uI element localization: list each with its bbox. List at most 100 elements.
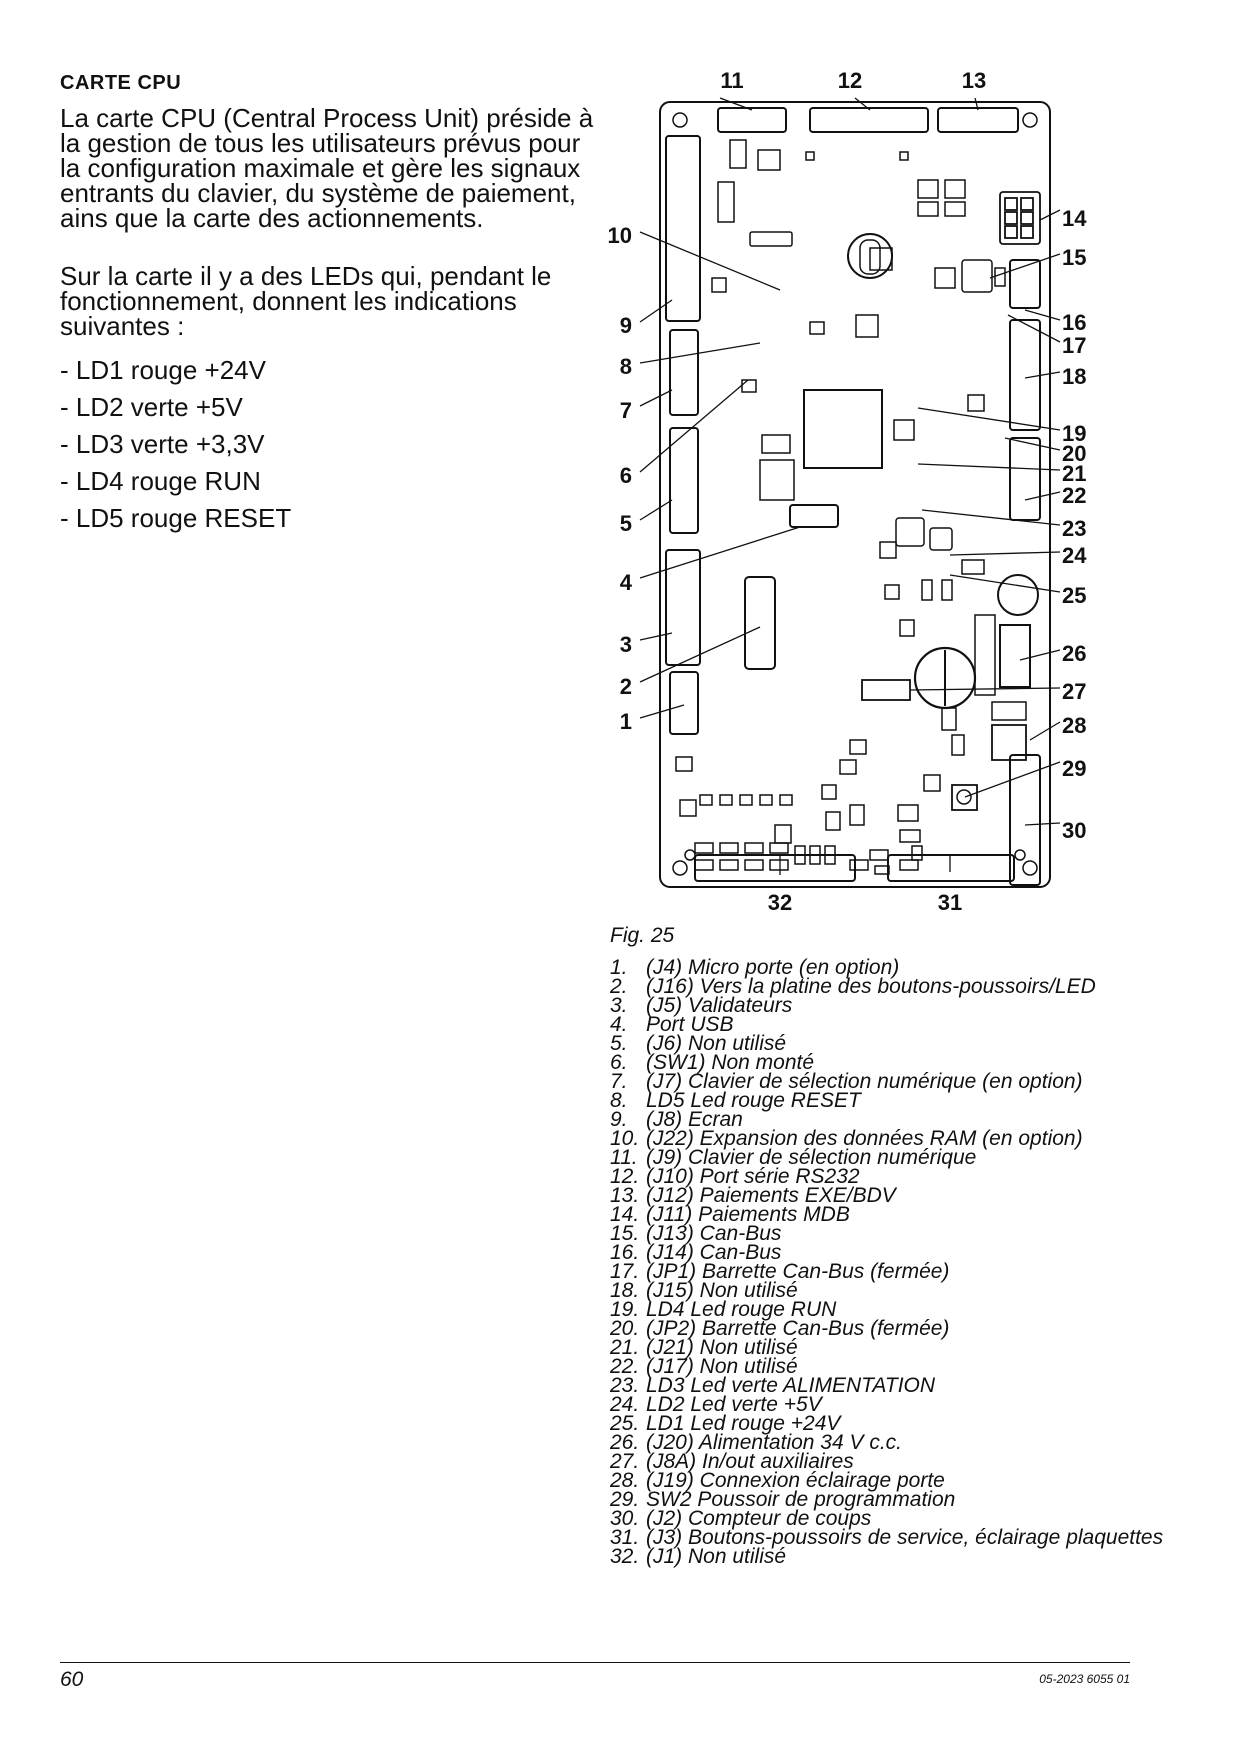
legend-item: 31. (J3) Boutons-poussoirs de service, éc… [610,1526,1210,1549]
usb-port [789,504,839,528]
legend-text: (J17) Non utilisé [646,1355,798,1378]
intro-paragraph-1: La carte CPU (Central Process Unit) prés… [60,103,594,233]
intro-paragraph-2: Sur la carte il y a des LEDs qui, pendan… [60,261,552,341]
legend-item: 4. Port USB [610,1013,1210,1036]
led-list-item: LD3 verte +3,3V [60,426,291,463]
callout-7: 7 [620,398,632,423]
legend-text: (J19) Connexion éclairage porte [646,1469,945,1492]
legend-number: 2. [610,975,628,998]
legend-number: 9. [610,1108,628,1131]
callout-3: 3 [620,632,632,657]
legend-text: (J5) Validateurs [646,994,793,1017]
legend-item: 3. (J5) Validateurs [610,994,1210,1017]
legend-text: LD4 Led rouge RUN [646,1298,837,1321]
legend-text: (J20) Alimentation 34 V c.c. [646,1431,902,1454]
legend-number: 32. [610,1545,640,1568]
callout-9: 9 [620,313,632,338]
legend-item: 14.(J11) Paiements MDB [610,1203,1210,1226]
callout-12: 12 [838,68,862,93]
legend-item: 27. (J8A) In/out auxiliaires [610,1450,1210,1473]
cpu-chip [803,389,883,469]
legend-item: 21.(J21) Non utilisé [610,1337,1210,1358]
callout-27: 27 [1062,679,1086,704]
callout-23: 23 [1062,516,1086,541]
legend-item: 8.LD5 Led rouge RESET [610,1090,1210,1111]
footer-divider [60,1662,1130,1663]
legend-item: 18.(J15) Non utilisé [610,1279,1210,1302]
legend-number: 1. [610,956,628,979]
legend-number: 10. [610,1127,640,1150]
callout-25: 25 [1062,583,1086,608]
cpu-board-figure: 1 2 3 4 5 6 7 8 9 10 11 12 13 14 15 16 1… [600,60,1140,920]
legend-number: 27. [610,1450,640,1473]
legend-item: 16.(J14) Can-Bus [610,1241,1210,1264]
legend-number: 5. [610,1032,628,1055]
legend-number: 3. [610,994,628,1017]
led-list-item: LD5 rouge RESET [60,500,291,537]
legend-item: 13.(J12) Paiements EXE/BDV [610,1184,1210,1207]
legend-item: 10. (J22) Expansion des données RAM (en o… [610,1127,1210,1150]
right-connectors [1009,259,1041,886]
led-list-item: LD2 verte +5V [60,389,291,426]
legend-number: 6. [610,1051,628,1074]
callout-28: 28 [1062,713,1086,738]
legend-text: (J13) Can-Bus [646,1222,782,1245]
legend-item: 2.(J16) Vers la platine des boutons-pous… [610,975,1210,998]
callout-13: 13 [962,68,986,93]
callout-4: 4 [620,570,633,595]
legend-item: 7.(J7) Clavier de sélection numérique (e… [610,1071,1210,1092]
aux-connector [861,679,911,701]
legend-text: (J8A) In/out auxiliaires [646,1450,854,1473]
legend-item: 15.(J13) Can-Bus [610,1222,1210,1245]
legend-text: LD1 Led rouge +24V [646,1412,841,1435]
legend-item: 9. (J8) Ecran [610,1108,1210,1131]
legend-number: 19. [610,1298,640,1321]
legend-item: 17. (JP1) Barrette Can-Bus (fermée) [610,1260,1210,1283]
top-connectors [717,107,1019,133]
legend-number: 24. [610,1393,640,1416]
legend-text: (J8) Ecran [646,1108,743,1131]
callout-24: 24 [1062,543,1087,568]
callout-19: 19 [1062,421,1086,446]
legend-text: (J3) Boutons-poussoirs de service, éclai… [646,1526,1164,1549]
callout-15: 15 [1062,245,1086,270]
legend-text: LD3 Led verte ALIMENTATION [646,1374,936,1397]
legend-text: LD2 Led verte +5V [646,1393,822,1416]
legend-text: (J11) Paiements MDB [646,1203,850,1226]
legend-item: 26. (J20) Alimentation 34 V c.c. [610,1431,1210,1454]
bottom-connectors [694,854,1015,882]
legend-number: 31. [610,1526,640,1549]
legend-text: (J22) Expansion des données RAM (en opti… [646,1127,1083,1150]
legend-text: Port USB [646,1013,734,1036]
legend-number: 4. [610,1013,628,1036]
legend-text: (J14) Can-Bus [646,1241,782,1264]
connector-j16 [744,576,776,670]
callout-21: 21 [1062,461,1086,486]
callout-20: 20 [1062,441,1086,466]
legend-item: 30.(J2) Compteur de coups [610,1508,1210,1529]
legend-item: 11.(J9) Clavier de sélection numérique [610,1146,1210,1169]
legend-text: (JP1) Barrette Can-Bus (fermée) [646,1260,950,1283]
legend-number: 25. [610,1412,640,1435]
legend-number: 20. [610,1317,640,1340]
legend-number: 23. [610,1374,640,1397]
legend-item: 6. (SW1) Non monté [610,1051,1210,1074]
legend-text: (SW1) Non monté [646,1051,815,1074]
legend-number: 18. [610,1279,640,1302]
legend-number: 28. [610,1469,640,1492]
callout-8: 8 [620,354,632,379]
legend-text: (J12) Paiements EXE/BDV [646,1184,896,1207]
callout-10: 10 [608,223,632,248]
document-reference: 05-2023 6055 01 [1039,1672,1130,1686]
mdb-connector [999,191,1041,245]
callout-2: 2 [620,674,632,699]
legend-number: 26. [610,1431,640,1454]
legend-item: 25. LD1 Led rouge +24V [610,1412,1210,1435]
legend-number: 22. [610,1355,640,1378]
legend-number: 17. [610,1260,640,1283]
legend-text: (J9) Clavier de sélection numérique [646,1146,977,1169]
legend-text: (J10) Port série RS232 [646,1165,860,1188]
power-connector [999,624,1031,688]
door-light-connector [991,724,1027,761]
callout-26: 26 [1062,641,1086,666]
